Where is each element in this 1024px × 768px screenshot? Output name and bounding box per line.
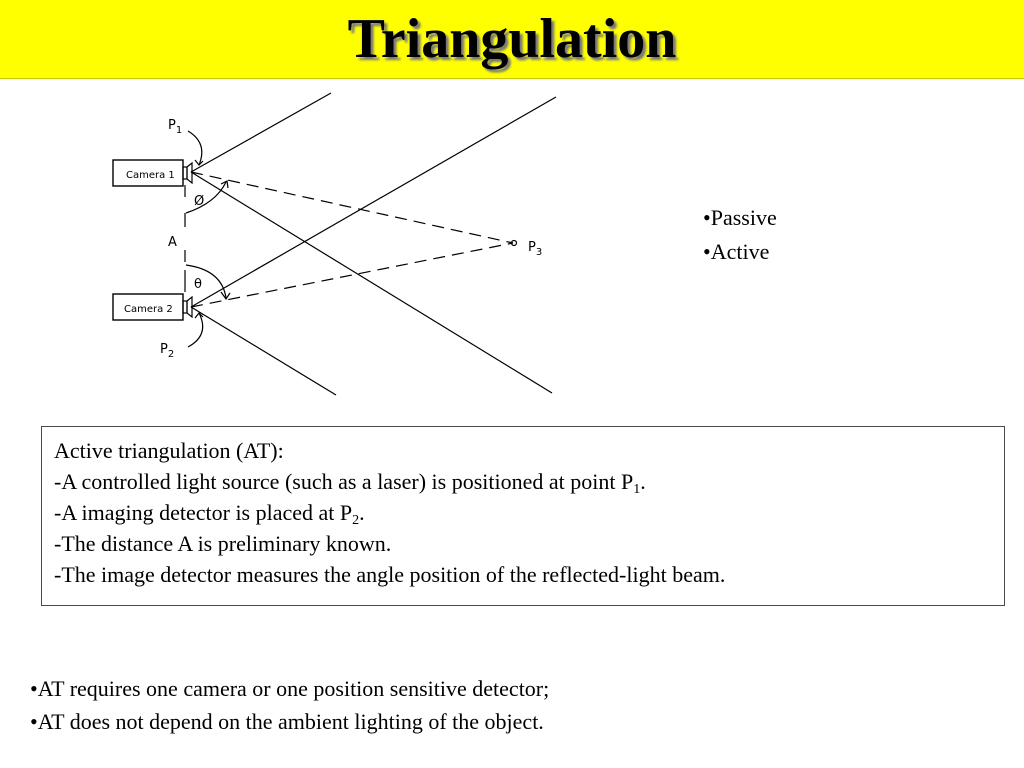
camera1-lower-ray [190, 171, 553, 394]
bullet-active: •Active [703, 239, 770, 264]
p1-label: P1 [168, 118, 182, 136]
camera2-lower-ray [190, 306, 337, 396]
angle2-arc [185, 264, 227, 299]
angle1-label: Ø [194, 194, 204, 209]
camera2-label: Camera 2 [124, 304, 173, 315]
p3-point [510, 239, 518, 247]
triangulation-types-list: •Passive •Active [703, 201, 777, 269]
at-heading: Active triangulation (AT): [54, 438, 284, 463]
at-line-light-source: -A controlled light source (such as a la… [54, 469, 646, 497]
distance-label: A [168, 235, 177, 250]
triangulation-diagram: Camera 1 Camera 2 P1 P2 P3 A Ø θ [112, 92, 557, 396]
at-line-detector: -A imaging detector is placed at P2. [54, 500, 365, 528]
title-bar: Triangulation [0, 0, 1024, 79]
camera2-dashed-ray [190, 242, 514, 308]
camera1-lens-cone [186, 161, 193, 185]
camera1-dashed-ray [190, 171, 514, 244]
p1-pointer [187, 130, 203, 166]
camera1-label: Camera 1 [126, 170, 175, 181]
bullet-passive: •Passive [703, 205, 777, 230]
camera2-upper-ray [190, 96, 557, 308]
at-line-distance: -The distance A is preliminary known. [54, 531, 392, 556]
at-notes-list: •AT requires one camera or one position … [30, 672, 549, 738]
angle2-label: θ [194, 277, 202, 292]
note-ambient-lighting: •AT does not depend on the ambient light… [30, 709, 544, 734]
note-camera-requirement: •AT requires one camera or one position … [30, 676, 550, 701]
p2-label: P2 [160, 342, 174, 360]
slide-title: Triangulation [347, 8, 677, 70]
angle1-arc [185, 181, 227, 214]
camera1-upper-ray [190, 92, 332, 173]
active-triangulation-box: Active triangulation (AT): -A controlled… [41, 426, 1005, 606]
p2-pointer [187, 312, 204, 348]
p3-label: P3 [528, 240, 542, 258]
camera2-lens-cone [186, 295, 193, 319]
at-line-angle: -The image detector measures the angle p… [54, 562, 726, 587]
